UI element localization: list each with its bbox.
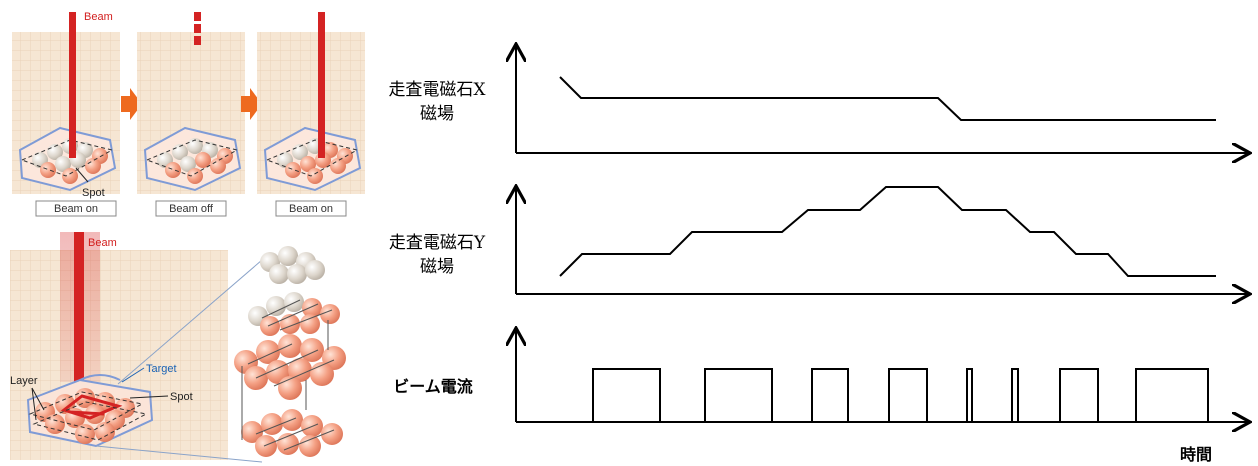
target-label: Target	[146, 363, 177, 375]
layer-1	[260, 246, 325, 284]
row2-label-line1: 走査電磁石Y	[389, 233, 486, 253]
sequence-arrow-1	[121, 88, 142, 120]
layer-stack	[234, 246, 346, 457]
beam	[318, 12, 325, 158]
spot-cluster	[18, 126, 117, 192]
panel-beam-off: Beam off	[137, 12, 245, 217]
row1-waveform	[559, 76, 1216, 121]
row1-label-line1: 走査電磁石X	[388, 80, 486, 100]
timeline: 走査電磁石X 磁場 走査電磁石Y 磁場 ビーム電流 時間	[388, 46, 1248, 464]
caption-2: Beam off	[169, 203, 214, 215]
caption-3: Beam on	[289, 203, 333, 215]
target-volume	[26, 374, 154, 448]
panel-beam-on-1: Beam Spot Beam on	[12, 11, 120, 217]
layer-2	[248, 292, 340, 336]
row2-waveform	[559, 186, 1216, 277]
layer-3	[234, 334, 346, 400]
beam-off-dashes	[194, 12, 201, 45]
detail-beam-label: Beam	[88, 237, 117, 249]
caption-1: Beam on	[54, 203, 98, 215]
row3-waveform	[560, 368, 1216, 423]
spot-label: Spot	[82, 187, 105, 199]
layer-label: Layer	[10, 375, 38, 387]
beam-label: Beam	[84, 11, 113, 23]
beam	[69, 12, 76, 158]
beam	[74, 232, 84, 402]
row3-label: ビーム電流	[393, 377, 473, 396]
panel-beam-on-2: Beam on	[257, 12, 365, 217]
sequence-arrow-2	[241, 88, 262, 120]
detail-spot-label: Spot	[170, 391, 193, 403]
layer-4	[241, 409, 343, 457]
detail-panel: Beam Target Layer Spot	[10, 232, 263, 463]
time-axis-label: 時間	[1180, 445, 1212, 464]
layer-path-arrows	[241, 320, 329, 440]
row2-label-line2: 磁場	[420, 257, 454, 277]
row1-label-line2: 磁場	[420, 104, 454, 124]
